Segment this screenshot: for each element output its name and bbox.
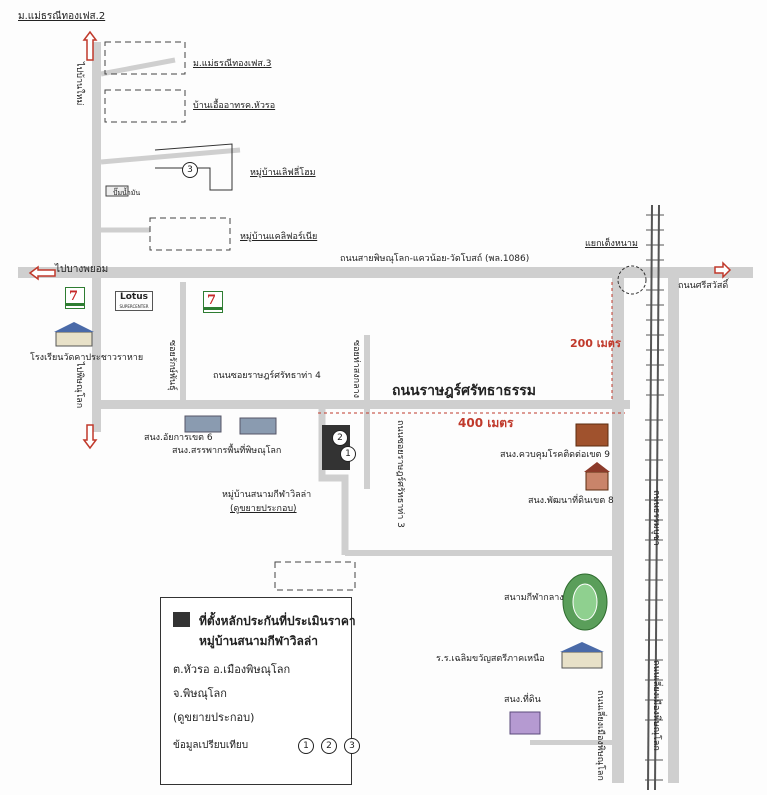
label-school-wat: โรงเรียนวัดคาประชาวราหาย	[30, 353, 144, 363]
legend-line-2: จ.พิษณุโลก	[173, 687, 227, 700]
railway-line-b	[654, 204, 660, 791]
label-ea-housing: บ้านเอื้ออาทรค.หัวรอ	[193, 101, 276, 111]
railway-side-road	[612, 278, 624, 783]
label-soi-raksa: ซอยรักษ์พันธุ์	[167, 340, 177, 391]
railway-line-a	[647, 204, 653, 791]
label-bypass-left: ถนนเลี่ยงเมืองพิษณุโลก	[595, 690, 605, 781]
legend-box: ที่ตั้งหลักประกันที่ประเมินราคา หมู่บ้าน…	[160, 597, 356, 785]
legend-marker-1: 1	[298, 738, 314, 754]
label-rat-road: ถนนราษฎร์ศรัทธาธรรม	[392, 383, 536, 399]
railway-ties	[645, 214, 664, 781]
road-phase3	[100, 57, 176, 77]
label-office-revenue: สนง.สรรพากรพื้นที่พิษณุโลก	[172, 446, 282, 456]
bypass-road	[668, 278, 679, 783]
label-railway-road: ถนนธรรมบูชา	[651, 490, 661, 546]
label-stadium: สนามกีฬากลาง	[504, 593, 564, 603]
stadium-field	[572, 583, 598, 621]
village-ellis-outline	[154, 143, 233, 191]
label-school-chaloem: ร.ร.เฉลิมขวัญสตรีภาคเหนือ	[436, 654, 545, 664]
label-see-expand: (ดูขยายประกอบ)	[230, 504, 297, 514]
lot-lower	[274, 561, 356, 591]
label-phase3: ม.แม่ธรณีทองเฟส.3	[193, 59, 272, 69]
compare-marker-3: 3	[182, 162, 198, 178]
label-soi-road-4: ถนนซอยราษฎร์ศรัทธาท่า 4	[213, 371, 321, 381]
soi-road-a	[180, 282, 186, 400]
label-village-ellis: หมู่บ้านเลิฟลี่โฮม	[250, 168, 316, 178]
building-icons	[54, 185, 610, 735]
legend-title-1: ที่ตั้งหลักประกันที่ประเมินราคา	[199, 614, 356, 628]
label-land-dev-office: สนง.พัฒนาที่ดินเขต 8	[528, 496, 614, 506]
label-village-california: หมู่บ้านแคลิฟอร์เนีย	[240, 232, 318, 242]
legend-marker-3: 3	[344, 738, 360, 754]
label-main-road: ถนนสายพิษณุโลก-แควน้อย-วัดโบสถ์ (พล.1086…	[340, 254, 530, 264]
compare-marker-1: 1	[340, 446, 356, 462]
main-road	[18, 267, 753, 278]
label-gas-station: ปั๊มน้ำมัน	[113, 189, 141, 197]
lot-ea-housing	[104, 89, 186, 123]
intersection-marker	[617, 265, 647, 295]
label-to-bayai: ไปบ้านใหม่	[74, 62, 84, 106]
label-to-bangpayom: ไปบางพยอม	[55, 264, 109, 275]
label-land-office: สนง.ที่ดิน	[504, 695, 541, 705]
left-vertical-road	[92, 42, 101, 432]
soi-road-c	[364, 409, 370, 489]
label-to-sriswat: ถนนศรีสวัสดิ์	[678, 281, 729, 291]
legend-site-swatch	[173, 612, 190, 627]
legend-title-2: หมู่บ้านสนามกีฬาวิลล่า	[199, 634, 318, 648]
road-village-ellis	[100, 147, 241, 165]
legend-marker-2: 2	[321, 738, 337, 754]
label-road-mid: ซอยท่าสงกลาง	[351, 340, 361, 399]
legend-line-3: (ดูขยายประกอบ)	[173, 711, 255, 724]
direction-arrows	[28, 30, 732, 450]
label-road-soi3: ถนนซอยราษฎร์ศรัทธาท่า 3	[395, 420, 405, 528]
land-office-road	[530, 740, 615, 745]
seven-eleven-icon: 7	[65, 287, 85, 309]
lot-california	[149, 217, 231, 251]
label-phase2: ม.แม่ธรณีทองเฟส.2	[18, 11, 106, 22]
rat-road	[96, 400, 630, 409]
label-intersection: แยกเต็งหนาม	[585, 239, 638, 249]
label-office-prosecutor: สนง.อัยการเขต 6	[144, 433, 213, 443]
label-distance-400: 400 เมตร	[458, 416, 514, 430]
label-disease-office: สนง.ควบคุมโรคติดต่อเขต 9	[500, 450, 610, 460]
compare-marker-2: 2	[332, 430, 348, 446]
soi-road-b	[364, 335, 370, 400]
legend-compare: ข้อมูลเปรียบเทียบ	[173, 740, 249, 751]
lot-phase3	[104, 41, 186, 75]
label-distance-200: 200 เมตร	[570, 337, 621, 350]
label-village: หมู่บ้านสนามกีฬาวิลล่า	[222, 490, 312, 500]
label-to-phitsanulok: ไปพิษณุโลก	[74, 362, 84, 409]
lower-cross-road	[345, 550, 615, 556]
seven-eleven-icon: 7	[203, 291, 223, 313]
legend-line-1: ต.หัวรอ อ.เมืองพิษณุโลก	[173, 663, 291, 676]
label-bypass-right: ถนนเลี่ยงเมืองพิษณุโลก	[651, 660, 661, 751]
